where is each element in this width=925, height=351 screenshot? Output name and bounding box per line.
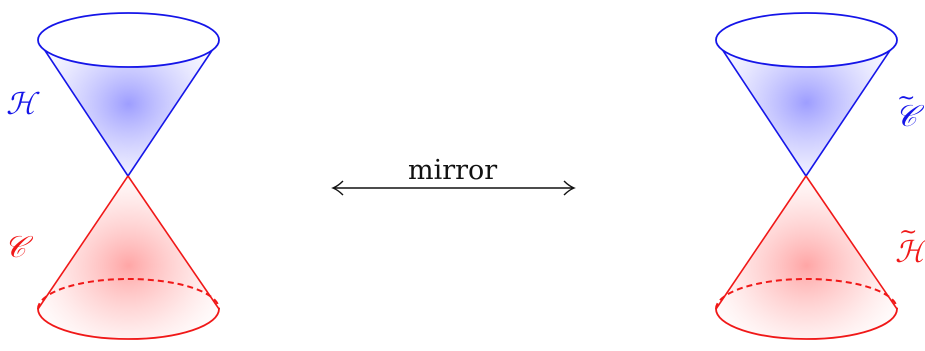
right-lower-cone: [715, 175, 898, 340]
left-lower-cone-edge-right: [127, 175, 220, 310]
left-top-label: ℋ: [6, 87, 36, 122]
left-upper-cone-edge-right: [127, 39, 220, 177]
mirror-arrow-left-head: [331, 180, 344, 196]
right-top-label-group: ~ 𝒞: [895, 86, 925, 140]
right-lower-cone-edge-left: [715, 175, 807, 310]
left-lower-cone-rim-front: [37, 308, 220, 340]
right-upper-cone-edge-left: [715, 39, 807, 177]
left-upper-cone-rim: [37, 12, 220, 68]
right-upper-cone-edge-right: [805, 39, 898, 177]
left-lower-cone-fill: [38, 176, 219, 339]
left-lower-cone: [37, 175, 220, 340]
left-upper-cone: [37, 12, 220, 177]
left-upper-cone-edge-left: [37, 39, 129, 177]
right-lower-cone-rim-front: [715, 308, 898, 340]
left-bottom-label: 𝒞: [4, 230, 26, 265]
left-lower-cone-edge-left: [37, 175, 129, 310]
right-bottom-tilde: ~: [899, 220, 918, 245]
left-double-cone: [37, 12, 220, 340]
right-bottom-label: ℋ: [895, 235, 925, 270]
mirror-arrow-right-head: [563, 180, 576, 196]
right-double-cone: [715, 12, 898, 340]
right-bottom-label-group: ~ ℋ: [895, 220, 925, 284]
right-lower-cone-rim-back: [715, 278, 898, 310]
right-lower-cone-edge-right: [805, 175, 898, 310]
left-lower-cone-rim-back: [37, 278, 220, 310]
mirror-label: mirror: [408, 155, 498, 186]
right-upper-cone-rim: [715, 12, 898, 68]
right-lower-cone-fill: [716, 176, 897, 339]
mirror-arrow: [331, 180, 576, 196]
right-upper-cone: [715, 12, 898, 177]
right-top-label: 𝒞: [895, 99, 917, 134]
right-top-tilde: ~: [897, 86, 916, 111]
